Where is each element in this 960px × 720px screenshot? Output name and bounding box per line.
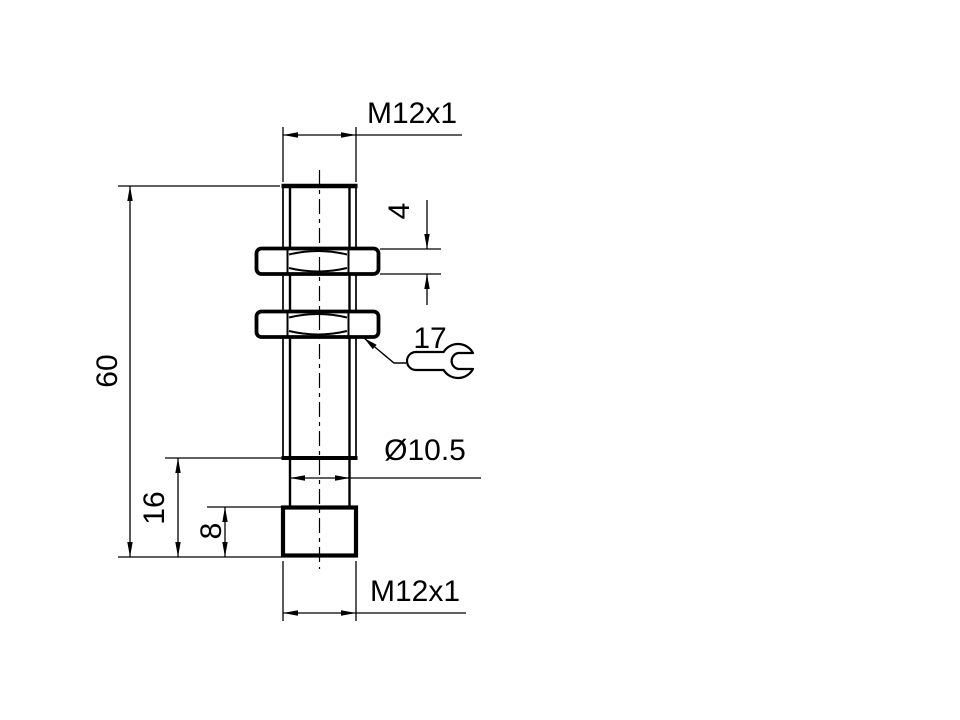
cap-length-label: 8 [195,523,228,540]
sensor-body [254,183,381,558]
bottom-thread-label: M12x1 [370,575,460,608]
dim-lower-length: 16 [138,457,285,557]
dim-nut-height: 4 [380,200,441,305]
top-thread-label: M12x1 [367,97,457,130]
wrench-size-callout: 17 [363,322,475,380]
nut-height-label: 4 [383,203,416,220]
lower-length-label: 16 [138,491,171,524]
dim-cap-length: 8 [195,506,281,557]
dim-bottom-thread: M12x1 [282,561,466,621]
overall-length-label: 60 [91,354,124,387]
hex-nut-2 [254,309,381,339]
open-end-wrench-icon [405,342,475,380]
dim-overall-length: 60 [91,185,282,558]
dim-diameter: Ø10.5 [290,434,481,481]
dim-top-thread: M12x1 [282,97,462,182]
neck-section [288,458,351,507]
wrench-size-label: 17 [413,322,446,355]
diameter-label: Ø10.5 [384,434,466,467]
hex-nut-1 [254,246,381,276]
